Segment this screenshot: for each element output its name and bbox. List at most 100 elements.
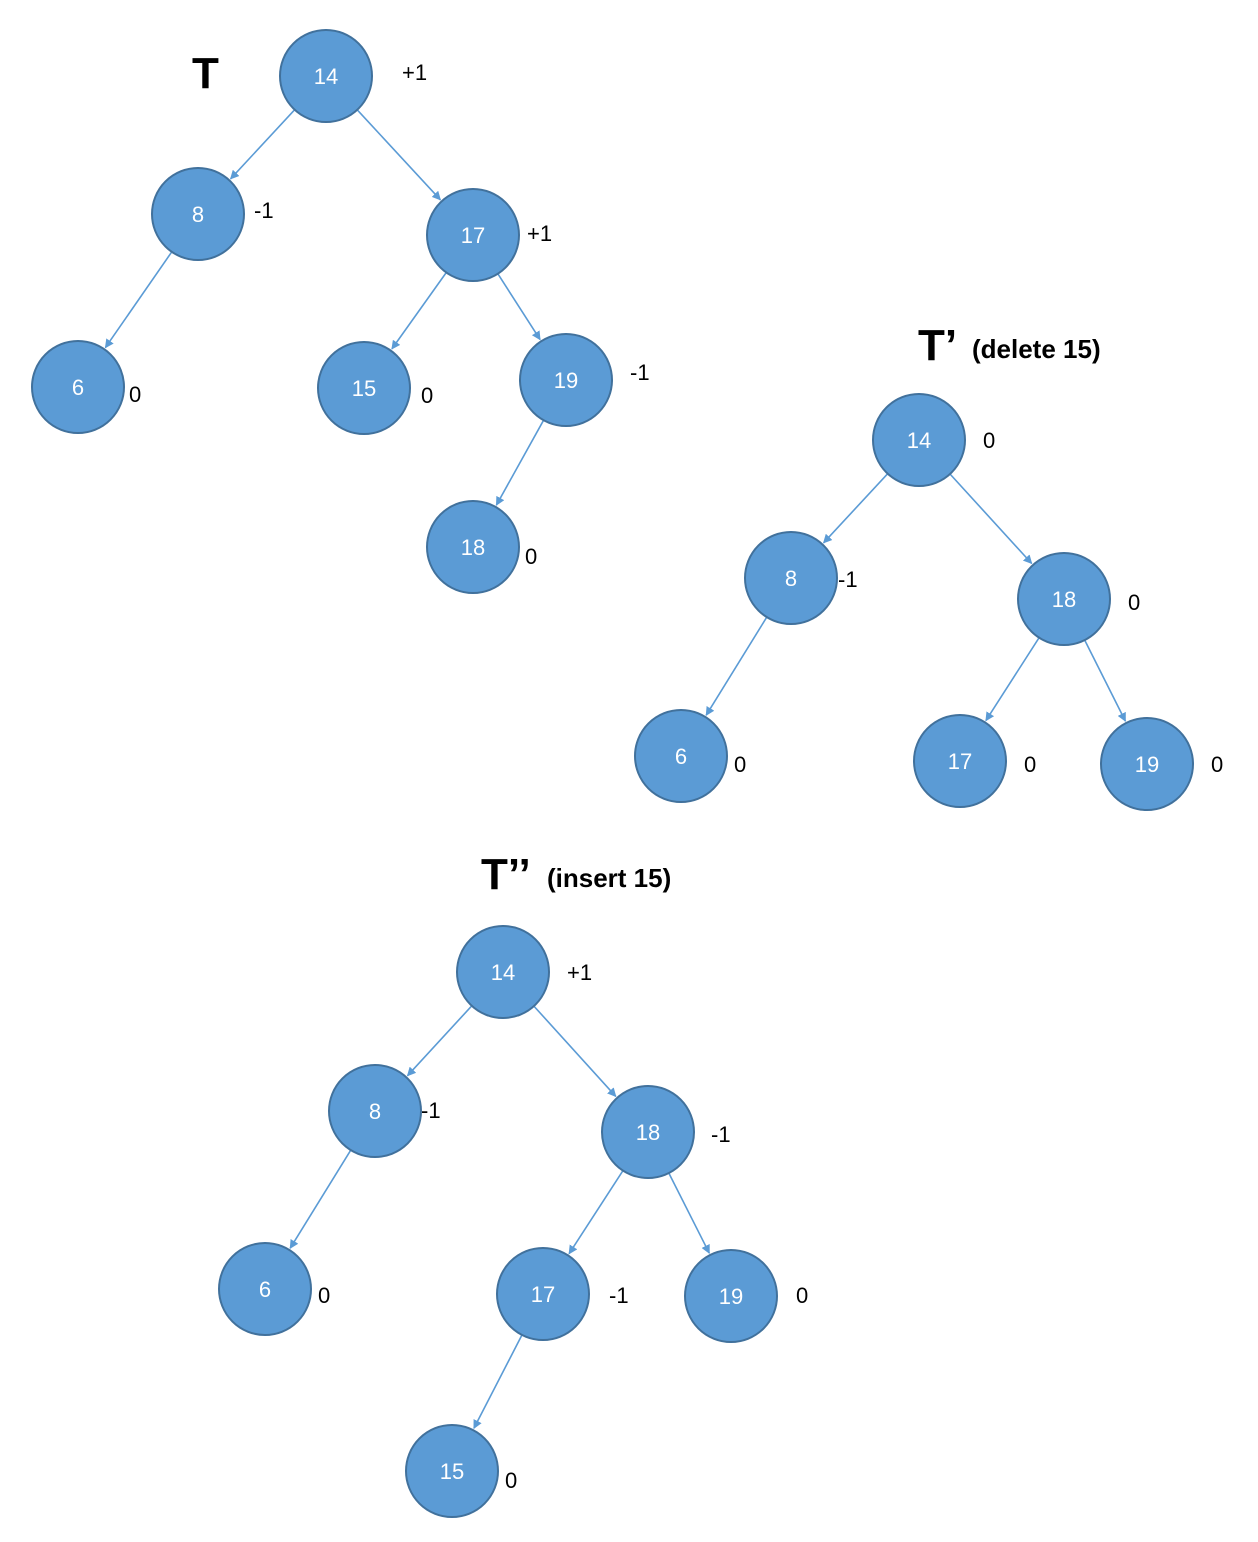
node-circle <box>872 393 966 487</box>
edge-T2-8-6 <box>289 1149 352 1249</box>
balance-factor-label: 0 <box>421 383 433 408</box>
balance-factor-label: -1 <box>609 1283 629 1308</box>
tree-node-T-17: 17+1 <box>426 188 552 282</box>
balance-factor-label: -1 <box>630 360 650 385</box>
balance-factor-label: +1 <box>567 960 592 985</box>
node-label: 6 <box>675 744 687 769</box>
balance-factor-label: 0 <box>1211 752 1223 777</box>
node-label: 14 <box>491 960 515 985</box>
tree-subtitle-T1: (delete 15) <box>972 334 1101 364</box>
node-label: 15 <box>440 1459 464 1484</box>
node-label: 8 <box>785 566 797 591</box>
edge-T2-17-15 <box>473 1334 523 1430</box>
edge-T-14-8 <box>229 109 296 180</box>
node-circle <box>279 29 373 123</box>
node-circle <box>496 1247 590 1341</box>
balance-factor-label: 0 <box>983 428 995 453</box>
tree-subtitle-T2: (insert 15) <box>547 863 671 893</box>
edge-T1-14-18 <box>949 473 1033 565</box>
node-circle <box>913 714 1007 808</box>
node-label: 14 <box>907 428 931 453</box>
balance-factor-label: 0 <box>1024 752 1036 777</box>
node-label: 15 <box>352 376 376 401</box>
tree-title-T1: T’ <box>918 321 957 370</box>
node-label: 19 <box>719 1284 743 1309</box>
edge-T2-14-18 <box>533 1005 617 1098</box>
node-circle <box>684 1249 778 1343</box>
balance-factor-label: 0 <box>318 1283 330 1308</box>
node-label: 6 <box>259 1277 271 1302</box>
node-circle <box>744 531 838 625</box>
balance-factor-label: -1 <box>421 1098 441 1123</box>
tree-node-T1-17: 17 0 <box>913 714 1036 808</box>
balance-factor-label: 0 <box>129 382 141 407</box>
node-circle <box>405 1424 499 1518</box>
node-label: 8 <box>369 1099 381 1124</box>
node-circle <box>151 167 245 261</box>
node-label: 17 <box>461 223 485 248</box>
tree-node-T2-17: 17 -1 <box>496 1247 629 1341</box>
tree-node-T2-14: 14 +1 <box>456 925 592 1019</box>
tree-node-T1-18: 18 0 <box>1017 552 1140 646</box>
node-label: 17 <box>948 749 972 774</box>
node-circle <box>1100 717 1194 811</box>
node-label: 17 <box>531 1282 555 1307</box>
balance-factor-label: 0 <box>796 1283 808 1308</box>
edge-T1-18-17 <box>985 637 1040 722</box>
edge-T-19-18 <box>495 419 545 506</box>
edge-T2-14-8 <box>406 1005 473 1077</box>
node-circle <box>456 925 550 1019</box>
tree-node-T1-8: 8 -1 <box>744 531 858 625</box>
balance-factor-label: -1 <box>254 198 274 223</box>
edge-T1-8-6 <box>705 616 768 716</box>
node-label: 14 <box>314 64 338 89</box>
balance-factor-label: 0 <box>1128 590 1140 615</box>
node-label: 19 <box>1135 752 1159 777</box>
balance-factor-label: 0 <box>505 1468 517 1493</box>
tree-title-T2: T’’ <box>481 850 531 899</box>
node-circle <box>426 500 520 594</box>
tree-node-T2-8: 8 -1 <box>328 1064 441 1158</box>
balance-factor-label: -1 <box>838 567 858 592</box>
node-circle <box>328 1064 422 1158</box>
tree-node-T2-18: 18 -1 <box>601 1085 731 1179</box>
tree-node-T-19: 19-1 <box>519 333 650 427</box>
balance-factor-label: 0 <box>734 752 746 777</box>
tree-node-T-14: 14 +1 <box>279 29 427 123</box>
node-label: 8 <box>192 202 204 227</box>
node-circle <box>634 709 728 803</box>
node-label: 18 <box>636 1120 660 1145</box>
node-label: 6 <box>72 375 84 400</box>
node-label: 18 <box>1052 587 1076 612</box>
edge-T1-18-19 <box>1083 639 1127 722</box>
balance-factor-label: +1 <box>402 60 427 85</box>
edge-T-8-6 <box>104 251 173 349</box>
node-circle <box>601 1085 695 1179</box>
edge-T2-18-17 <box>568 1170 624 1255</box>
tree-node-T-8: 8 -1 <box>151 167 274 261</box>
tree-node-T-15: 15 0 <box>317 341 433 435</box>
node-circle <box>218 1242 312 1336</box>
tree-node-T2-19: 19 0 <box>684 1249 808 1343</box>
tree-node-T-18: 18 0 <box>426 500 537 594</box>
tree-title-T: T <box>192 49 219 98</box>
balance-factor-label: 0 <box>525 544 537 569</box>
edge-T1-14-8 <box>822 473 889 544</box>
edge-T-17-15 <box>391 272 447 350</box>
node-label: 18 <box>461 535 485 560</box>
tree-node-T1-19: 19 0 <box>1100 717 1223 811</box>
node-circle <box>1017 552 1111 646</box>
edge-T2-18-19 <box>668 1172 711 1255</box>
node-circle <box>31 340 125 434</box>
edge-T-17-19 <box>497 273 541 341</box>
node-circle <box>317 341 411 435</box>
tree-node-T2-15: 15 0 <box>405 1424 517 1518</box>
tree-node-T1-14: 14 0 <box>872 393 995 487</box>
node-circle <box>519 333 613 427</box>
edge-T-14-17 <box>356 109 442 201</box>
balance-factor-label: -1 <box>711 1122 731 1147</box>
